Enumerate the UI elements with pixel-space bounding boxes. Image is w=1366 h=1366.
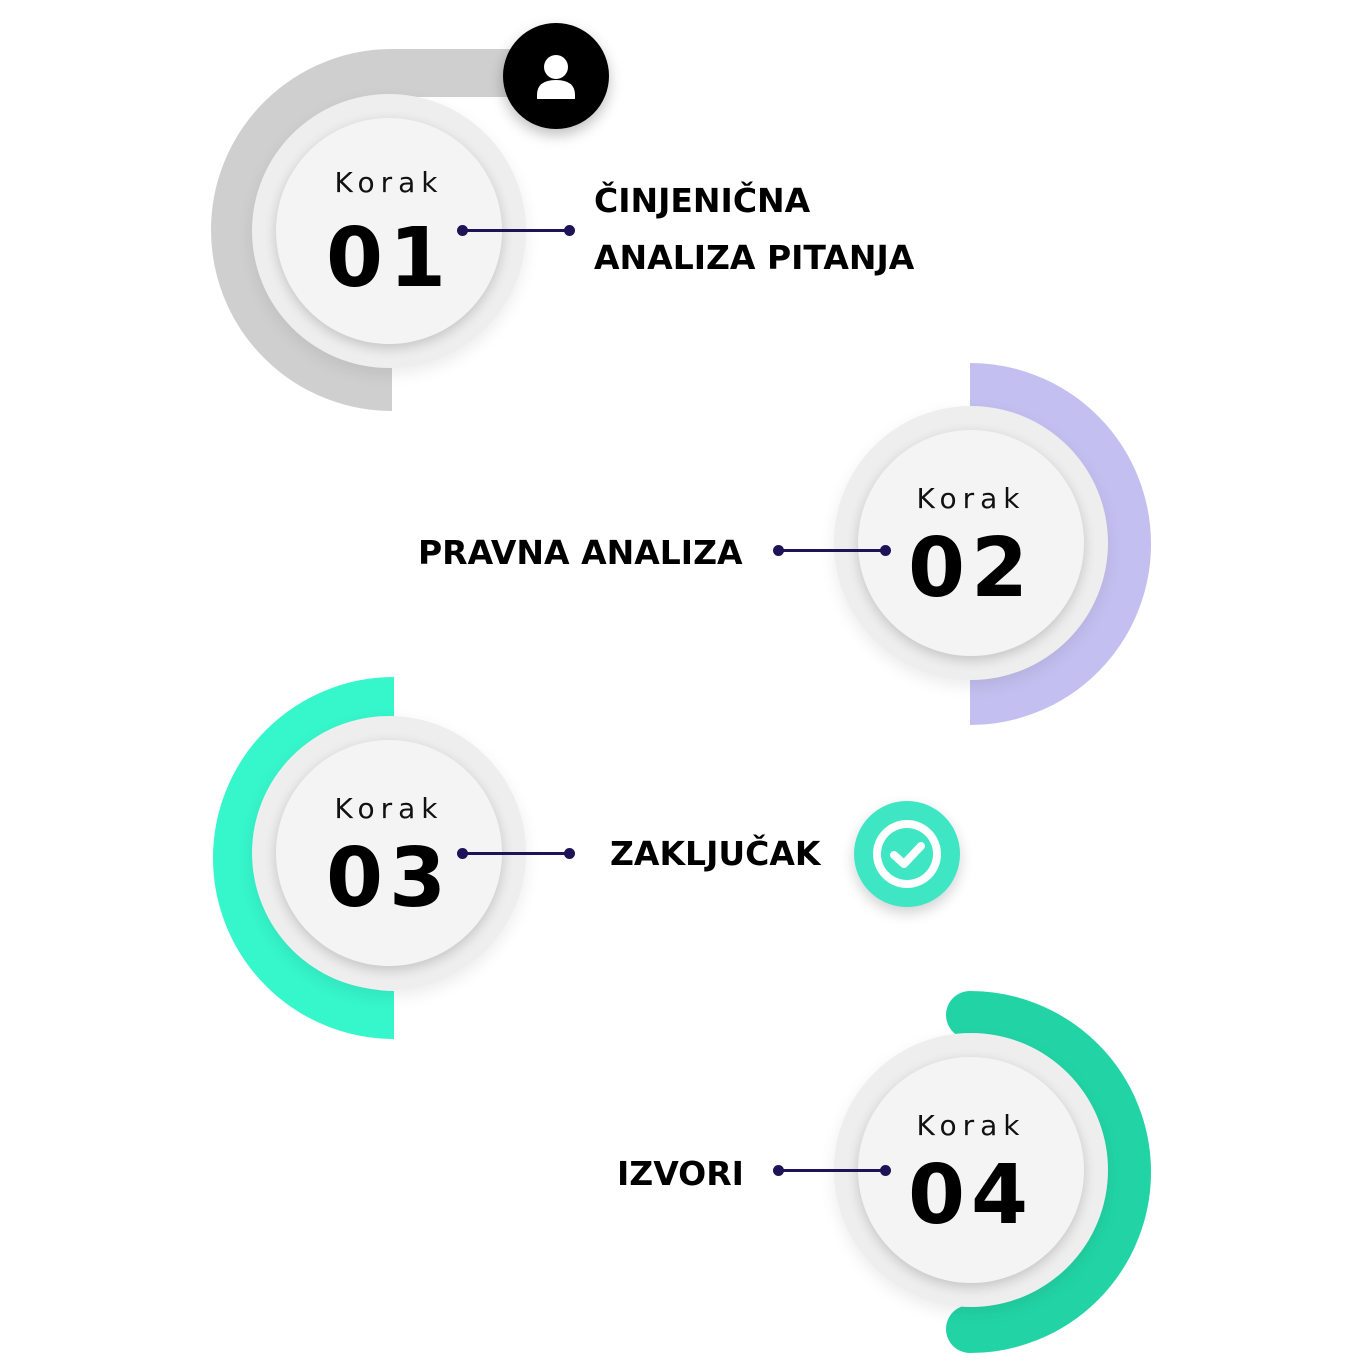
path-segment-7 [946, 991, 1151, 1353]
path-segment-1 [211, 49, 555, 411]
step-04-label: IZVORI [617, 1145, 744, 1202]
step-01-word: Korak [334, 166, 444, 199]
step-04-connector [773, 1165, 891, 1176]
step-03-connector [457, 848, 575, 859]
check-badge [854, 801, 960, 907]
step-02-label: PRAVNA ANALIZA [418, 524, 743, 581]
step-04-number: 04 [907, 1148, 1035, 1243]
step-03-number: 03 [325, 831, 453, 926]
step-04-word: Korak [916, 1109, 1026, 1142]
step-01-label: ČINJENIČNA ANALIZA PITANJA [594, 172, 914, 286]
step-01-label-line-1: ČINJENIČNA [594, 181, 811, 220]
path-segment-5 [213, 677, 395, 1039]
step-02-number: 02 [907, 521, 1035, 616]
step-02-circle: Korak 02 [834, 406, 1108, 680]
step-02-label-line-1: PRAVNA ANALIZA [418, 533, 743, 572]
check-circle-icon [873, 820, 941, 888]
step-01-number: 01 [325, 211, 453, 306]
step-02-face: Korak 02 [858, 430, 1084, 656]
step-04-label-line-1: IZVORI [617, 1154, 744, 1193]
user-badge [503, 23, 609, 129]
step-01-label-line-2: ANALIZA PITANJA [594, 238, 915, 277]
step-03-label: ZAKLJUČAK [610, 825, 820, 882]
step-04-face: Korak 04 [858, 1057, 1084, 1283]
user-icon [537, 55, 575, 99]
path-segment-3 [969, 363, 1151, 725]
step-02-word: Korak [916, 482, 1026, 515]
step-02-connector [773, 545, 891, 556]
step-01-connector [457, 225, 575, 236]
step-03-label-line-1: ZAKLJUČAK [610, 834, 821, 873]
step-03-word: Korak [334, 792, 444, 825]
